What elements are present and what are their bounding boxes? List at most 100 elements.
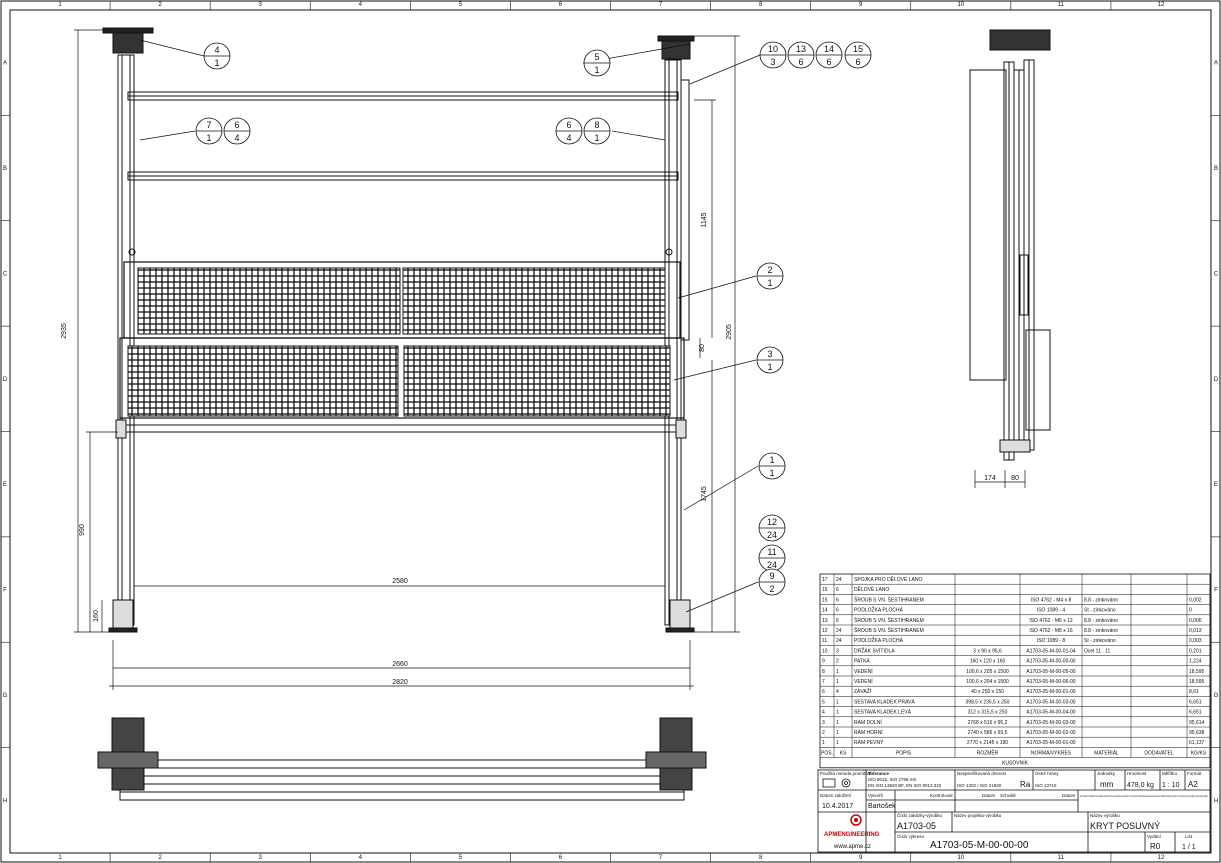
bom-cell: 3 (836, 648, 839, 654)
bom-cell: 2740 x 586 x 69,5 (968, 730, 1008, 736)
bom-cell: 5 (822, 699, 825, 705)
legal-note: The reproduction, distribution and utili… (1080, 794, 1208, 798)
balloon: 136 (787, 41, 815, 69)
frame-col-label: 2 (158, 2, 162, 8)
title-block-text: Použitá metoda promítání Tolerance ISO 8… (820, 771, 1208, 851)
balloon-quantity: 2 (769, 584, 774, 594)
scale-label: Měřítko (1162, 771, 1178, 776)
bom-cell: 1 (836, 710, 839, 716)
frame-col-label: 1 (58, 2, 62, 8)
bom-cell: 160 x 120 x 160 (970, 659, 1006, 665)
checked-label: Kontroloval (930, 793, 953, 798)
bom-cell: 100,6 x 204 x 1500 (966, 679, 1009, 685)
frame-row-label: F (1214, 588, 1218, 594)
bom-header-cell: ROZMĚR (977, 748, 999, 756)
bom-cell: 13 (822, 618, 828, 624)
balloon-quantity: 1 (767, 278, 772, 288)
part-name-label: Název výrobku (1090, 813, 1120, 818)
dimension-values: 2935 990 160 2905 1145 80 1745 2580 2660… (61, 212, 1019, 686)
balloon-quantity: 1 (206, 133, 211, 143)
bom-cell: 1 (836, 699, 839, 705)
edges-std: ISO 13715 (1035, 783, 1057, 788)
bom-cell: 8.8 - zinkováno (1084, 618, 1118, 624)
mass-value: 478,0 kg (1127, 782, 1154, 789)
balloon-quantity: 1 (769, 468, 774, 478)
projection-symbol-icon (822, 778, 851, 788)
drawing-no: A1703-05 (897, 821, 936, 831)
dim-upper: 1145 (701, 212, 708, 227)
balloon-item-number: 12 (767, 517, 777, 527)
bom-cell: 0,003 (1189, 638, 1202, 644)
frame-row-label: H (1214, 798, 1218, 804)
bom-cell: 6 (836, 587, 839, 593)
frame-col-label: 7 (659, 2, 663, 8)
frame-col-label: 10 (957, 855, 964, 861)
format-label: Formát (1187, 771, 1202, 776)
bom-cell: 6 (836, 597, 839, 603)
bom-cell: A1703-05-M-00-05-00 (1026, 669, 1075, 675)
date-label: Datum založení (820, 793, 852, 798)
frame-col-label: 6 (559, 855, 563, 861)
bom-cell: 6,651 (1189, 699, 1202, 705)
company-url: www.apme.cz (833, 844, 871, 850)
balloon: 11 (758, 452, 786, 480)
bom-header-cell: POPIS (896, 750, 912, 756)
bom-cell: ISO 1089 - 8 (1037, 638, 1066, 644)
bom-cell: 4 (822, 710, 825, 716)
tolerance-2: EN ISO 13920 BF, EN ISO 9013 332 (868, 783, 942, 788)
frame-col-label: 5 (459, 855, 463, 861)
bom-cell: 6 (836, 608, 839, 614)
balloon-quantity: 1 (767, 362, 772, 372)
dim-left-990: 990 (79, 524, 86, 536)
bom-header-cell: NORMA/VÝKRES (1031, 749, 1072, 756)
frame-row-label: A (1214, 61, 1218, 67)
balloon: 92 (758, 568, 786, 596)
dim-side-174: 174 (984, 475, 996, 482)
balloon-item-number: 9 (769, 571, 774, 581)
bom-border (819, 573, 1211, 769)
roughness-label: Nespecifikovaná drsnost (957, 771, 1007, 776)
frame-row-label: E (1214, 482, 1218, 488)
balloon-quantity: 6 (798, 57, 803, 67)
balloon-item-number: 14 (824, 44, 834, 54)
bom-group-label: KUSOVNÍK (1002, 760, 1029, 767)
bom-cell: 1 (836, 740, 839, 746)
date-value: 10.4.2017 (822, 803, 853, 810)
bom-cell: St - zinkováno (1084, 608, 1116, 614)
balloon-item-number: 7 (206, 120, 211, 130)
balloon-item-number: 2 (767, 265, 772, 275)
lower-mesh-right (403, 345, 671, 417)
balloon-item-number: 3 (767, 349, 772, 359)
bom-cell: 0,201 (1189, 648, 1202, 654)
frame-col-label: 7 (659, 855, 663, 861)
bom-cell: PODLOŽKA PLOCHÁ (854, 636, 904, 644)
bom-cell: ŠROUB S VN. ŠESTIHRANEM (854, 627, 924, 634)
bom-cell: 14 (822, 608, 828, 614)
company-name: APMENGINEERING (824, 832, 880, 838)
balloon: 146 (815, 41, 843, 69)
bom-cell: 9 (822, 659, 825, 665)
front-view (102, 27, 695, 633)
balloon: 31 (756, 346, 784, 374)
bom-cell: 2 (836, 659, 839, 665)
balloon: 156 (844, 41, 872, 69)
bom-header-cell: POS. (821, 750, 833, 756)
balloon-item-number: 15 (853, 44, 863, 54)
bom-cell: 11 (822, 638, 827, 644)
part-name: KRYT POSUVNÝ (1090, 821, 1160, 831)
mass-label: Hmotnost (1127, 771, 1147, 776)
project-label: Název projektu-výrobku (954, 813, 1002, 818)
balloon-item-number: 6 (234, 120, 239, 130)
bom-cell: 398,5 x 235,5 x 250 (966, 699, 1010, 705)
drawing-value: A1703-05-M-00-00-00 (930, 840, 1029, 851)
balloon-quantity: 24 (767, 530, 777, 540)
